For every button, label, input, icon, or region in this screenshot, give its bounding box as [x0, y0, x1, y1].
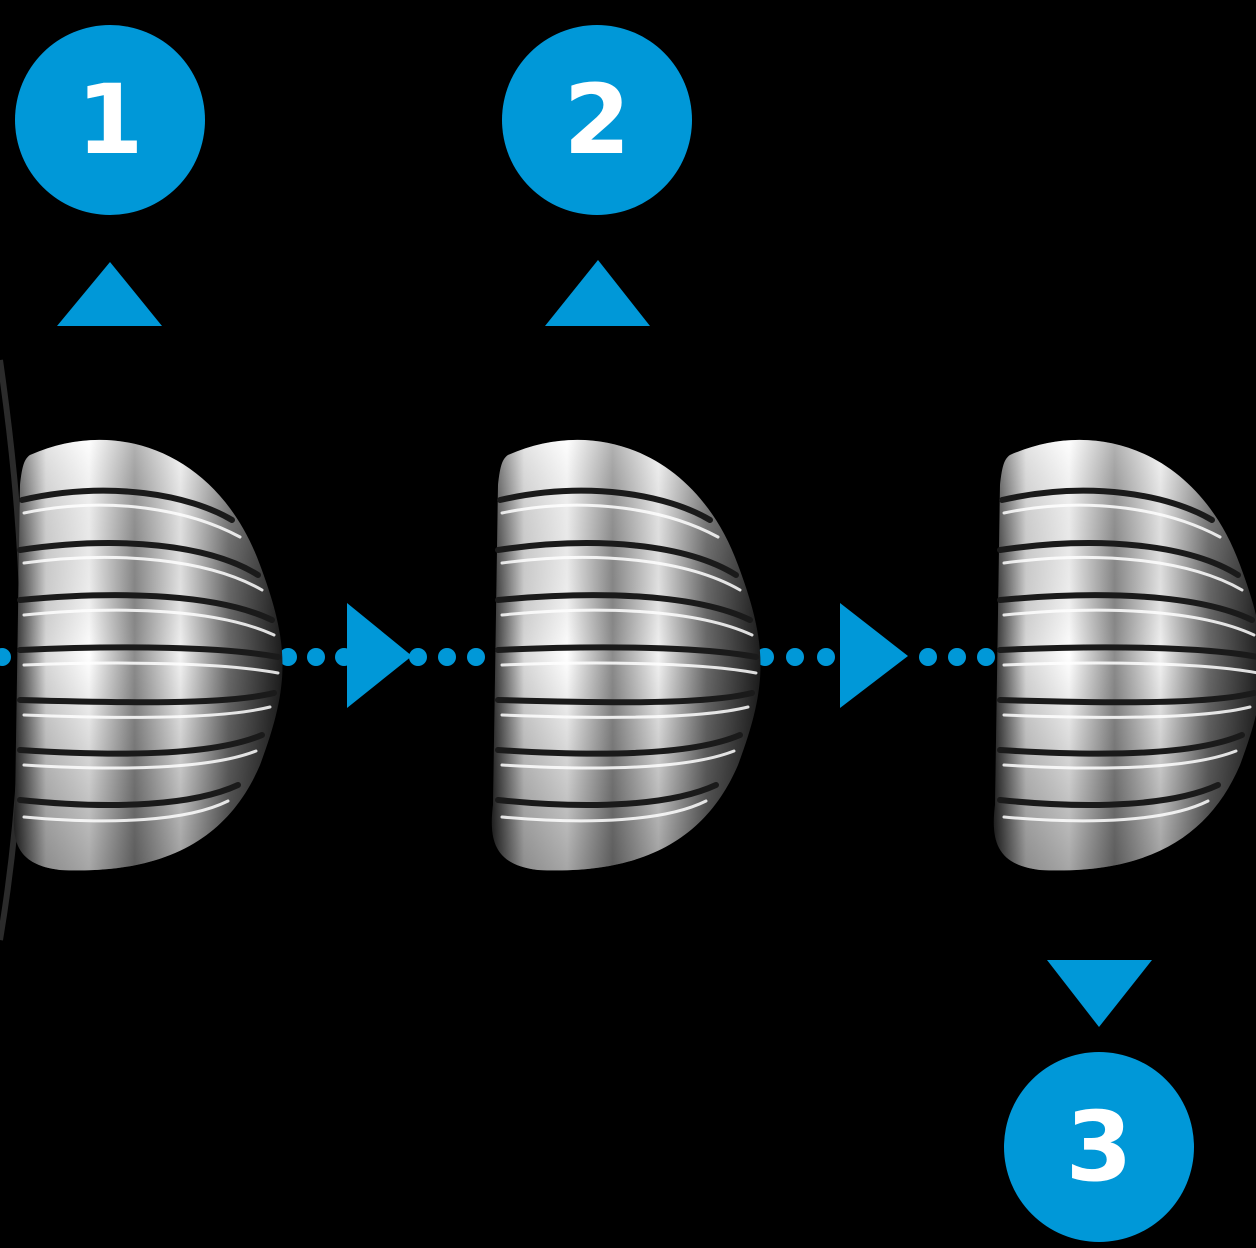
flow-dot [919, 648, 937, 666]
lens-reflector-image-1 [14, 440, 283, 871]
flow-dot [977, 648, 995, 666]
flow-dot [307, 648, 325, 666]
flow-dot [279, 648, 297, 666]
flow-arrow-right-2 [840, 603, 908, 708]
up-arrow-icon-1 [57, 262, 162, 326]
flow-dot [817, 648, 835, 666]
step-number-3: 3 [1065, 1091, 1133, 1203]
step-badge-1: 1 [15, 25, 205, 215]
flow-dot [786, 648, 804, 666]
down-arrow-icon-3 [1047, 960, 1152, 1027]
step-badge-2: 2 [502, 25, 692, 215]
step-number-2: 2 [563, 64, 631, 176]
flow-arrow-right-1 [347, 603, 412, 708]
flow-dot [948, 648, 966, 666]
step-number-1: 1 [76, 64, 144, 176]
flow-dot [756, 648, 774, 666]
flow-dot [467, 648, 485, 666]
flow-dot [409, 648, 427, 666]
flow-dot [0, 648, 11, 666]
lens-reflector-image-3 [994, 440, 1256, 871]
flow-dotted-line [0, 648, 995, 666]
step-badge-3: 3 [1004, 1052, 1194, 1242]
flow-dot [438, 648, 456, 666]
lens-reflector-image-2 [492, 440, 761, 871]
up-arrow-icon-2 [545, 260, 650, 326]
